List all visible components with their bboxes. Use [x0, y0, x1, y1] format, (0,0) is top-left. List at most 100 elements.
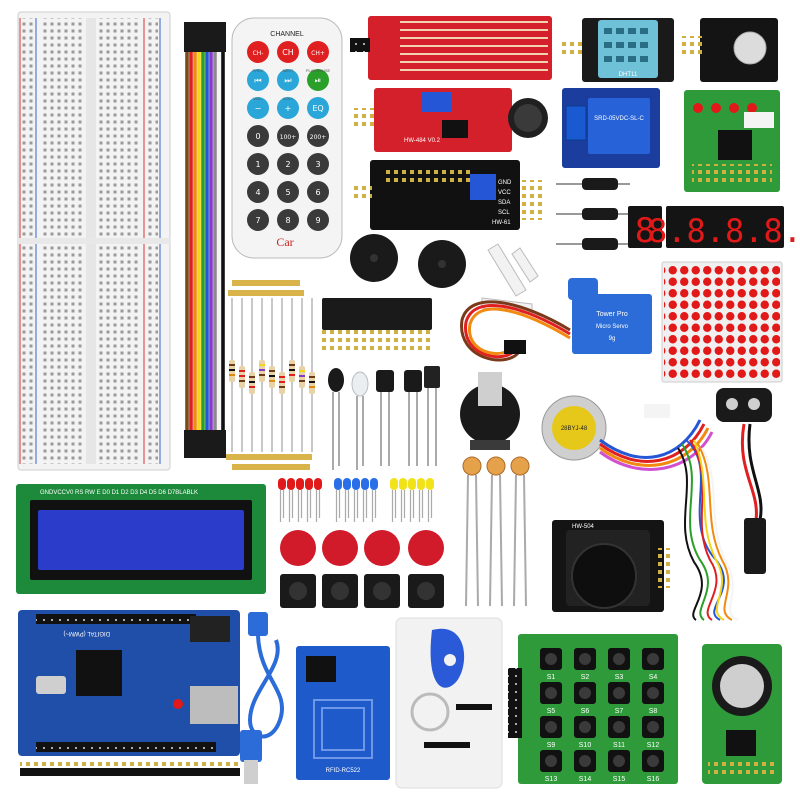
relay-module: SRD-05VDC-SL-C: [562, 88, 660, 168]
remote-key: [307, 125, 329, 147]
jumper-wires-bundle: [677, 439, 739, 621]
remote-key: [307, 153, 329, 175]
remote-key: [247, 125, 269, 147]
keypad-key-label: S5: [547, 708, 556, 715]
rtc-module: [702, 644, 782, 784]
led: [426, 478, 434, 490]
keypad-key-label: S1: [547, 674, 556, 681]
resistor-band: [249, 386, 255, 388]
stepper-driver-board: [684, 90, 780, 192]
remote-key-label: 3: [315, 160, 320, 169]
arduino-uno-board: DIGITAL (PWM~): [18, 610, 240, 756]
usb-cable: [240, 612, 284, 784]
relay-label: SRD-05VDC-SL-C: [594, 116, 644, 122]
remote-key-label: 9: [315, 216, 320, 225]
rgb-led-module: [680, 18, 778, 82]
remote-key: [247, 69, 269, 91]
remote-key-label: 7: [255, 216, 260, 225]
remote-key-label: 8: [285, 216, 290, 225]
remote-key-label: 1: [255, 160, 260, 169]
remote-key: [277, 69, 299, 91]
i2c-pin-scl: SCL: [498, 210, 510, 216]
resistor-band: [279, 386, 285, 388]
jumper-ribbon-icon: [184, 22, 226, 458]
sound-sensor-module: HW-484 V0.2: [352, 88, 548, 152]
push-buttons: [280, 530, 444, 608]
led-icon: [278, 478, 434, 522]
remote-header: CHANNEL: [270, 31, 304, 38]
button-cap: [408, 530, 444, 566]
i2c-model: HW-61: [492, 220, 511, 226]
micro-servo: Tower Pro Micro Servo 9g: [460, 278, 652, 362]
sound-module-label: HW-484 V0.2: [404, 138, 441, 144]
keypad-key-label: S10: [579, 742, 592, 749]
remote-key: [307, 181, 329, 203]
keypad-key-center: [647, 755, 659, 767]
keypad-key-label: S6: [581, 708, 590, 715]
resistor-band: [289, 364, 295, 366]
remote-key-label: 100+: [280, 134, 296, 141]
keypad-key-center: [579, 755, 591, 767]
servo-size: 9g: [609, 336, 616, 342]
keypad-key-center: [545, 755, 557, 767]
remote-key-label: ⏯: [315, 76, 321, 85]
battery-clip-icon: [716, 388, 772, 574]
keypad-key-label: S13: [545, 776, 558, 783]
remote-key-label: EQ: [312, 104, 323, 113]
button-cap: [280, 530, 316, 566]
rfid-tag-icon: [395, 617, 503, 789]
resistor-band: [269, 380, 275, 382]
pin-headers: [226, 280, 312, 470]
resistor-band: [229, 364, 235, 366]
remote-key-label: 200+: [310, 134, 326, 141]
potentiometer: [460, 372, 520, 450]
resistor-band: [279, 381, 285, 383]
remote-key: [277, 209, 299, 231]
remote-key-label: 0: [255, 132, 260, 141]
resistors: [229, 298, 315, 452]
keypad-key-label: S11: [613, 742, 625, 749]
remote-key: [247, 41, 269, 63]
keypad-key-label: S3: [615, 674, 624, 681]
remote-key: [277, 41, 299, 63]
resistor-band: [239, 370, 245, 372]
led: [287, 478, 295, 490]
i2c-pin-vcc: VCC: [498, 190, 511, 196]
breadboard: [17, 11, 171, 471]
led: [314, 478, 322, 490]
remote-key: [277, 153, 299, 175]
remote-key-label: −: [255, 104, 262, 113]
keypad-key-label: S2: [581, 674, 590, 681]
remote-sublabel: NEXT: [283, 68, 294, 73]
resistor-band: [229, 369, 235, 371]
male-pin-strip: [20, 762, 240, 776]
i2c-pin-sda: SDA: [498, 200, 510, 206]
keypad-key-center: [545, 721, 557, 733]
ir-led-components: [328, 366, 440, 470]
ic-chip-74hc595: [322, 298, 432, 354]
remote-sublabel: VOL+: [283, 96, 294, 101]
remote-key: [247, 153, 269, 175]
remote-key: [247, 97, 269, 119]
resistor-band: [309, 386, 315, 388]
servo-brand: Tower Pro: [596, 311, 628, 318]
keypad-key-label: S15: [613, 776, 626, 783]
resistor-band: [309, 381, 315, 383]
remote-key: [277, 181, 299, 203]
led: [408, 478, 416, 490]
remote-key-label: CH-: [253, 50, 264, 57]
remote-key: [307, 97, 329, 119]
i2c-pin-gnd: GND: [498, 180, 512, 186]
arduino-label: DIGITAL (PWM~): [63, 630, 110, 636]
keypad-key-center: [647, 653, 659, 665]
keypad-key-center: [613, 653, 625, 665]
dht11-label: DHT11: [619, 72, 638, 78]
resistor-band: [299, 375, 305, 377]
servo-model: Micro Servo: [596, 324, 629, 330]
remote-sublabel: VOL-: [253, 96, 263, 101]
resistor-band: [269, 375, 275, 377]
led: [399, 478, 407, 490]
rfid-model: RFID-RC522: [326, 768, 361, 774]
